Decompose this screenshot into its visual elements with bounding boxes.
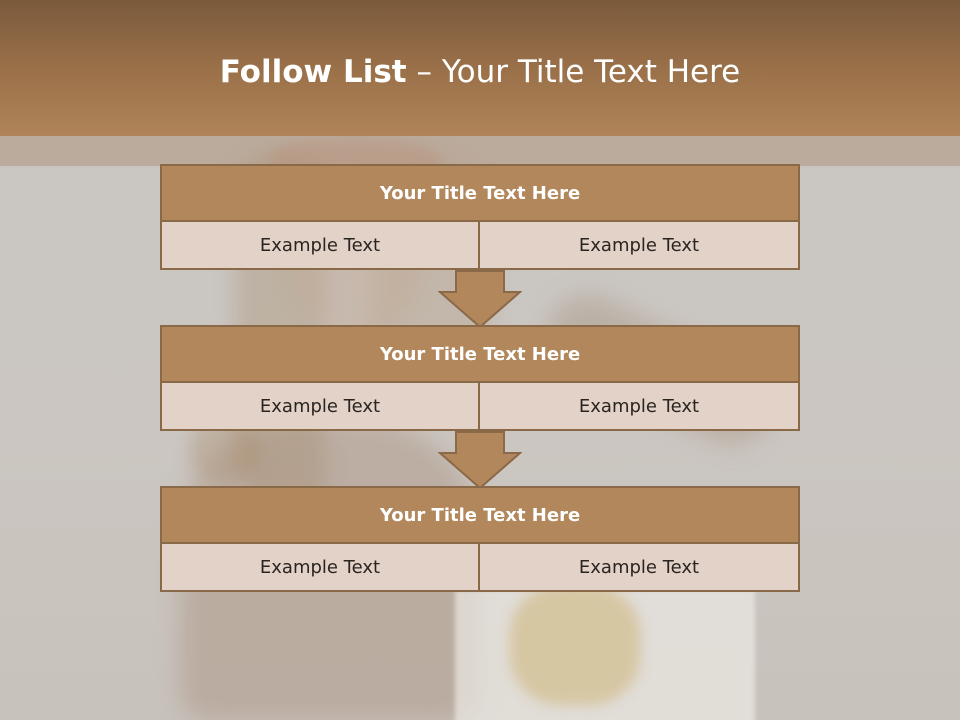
title-bar-shadow <box>0 136 960 166</box>
down-arrow-icon <box>438 270 522 328</box>
step-cell-right[interactable]: Example Text <box>480 383 798 429</box>
step-card-1[interactable]: Your Title Text Here Example Text Exampl… <box>160 164 800 270</box>
slide-title[interactable]: Follow List – Your Title Text Here <box>0 54 960 90</box>
step-heading[interactable]: Your Title Text Here <box>162 488 798 544</box>
title-bar <box>0 0 960 136</box>
step-cell-right[interactable]: Example Text <box>480 222 798 268</box>
step-heading[interactable]: Your Title Text Here <box>162 166 798 222</box>
slide-title-rest: – Your Title Text Here <box>406 54 741 90</box>
step-heading[interactable]: Your Title Text Here <box>162 327 798 383</box>
slide-title-bold: Follow List <box>219 54 407 90</box>
photo-gift-bow <box>510 585 640 705</box>
step-cell-left[interactable]: Example Text <box>162 222 480 268</box>
step-card-3[interactable]: Your Title Text Here Example Text Exampl… <box>160 486 800 592</box>
step-cell-left[interactable]: Example Text <box>162 383 480 429</box>
step-card-2[interactable]: Your Title Text Here Example Text Exampl… <box>160 325 800 431</box>
step-cell-right[interactable]: Example Text <box>480 544 798 590</box>
down-arrow-icon <box>438 431 522 489</box>
step-cell-left[interactable]: Example Text <box>162 544 480 590</box>
